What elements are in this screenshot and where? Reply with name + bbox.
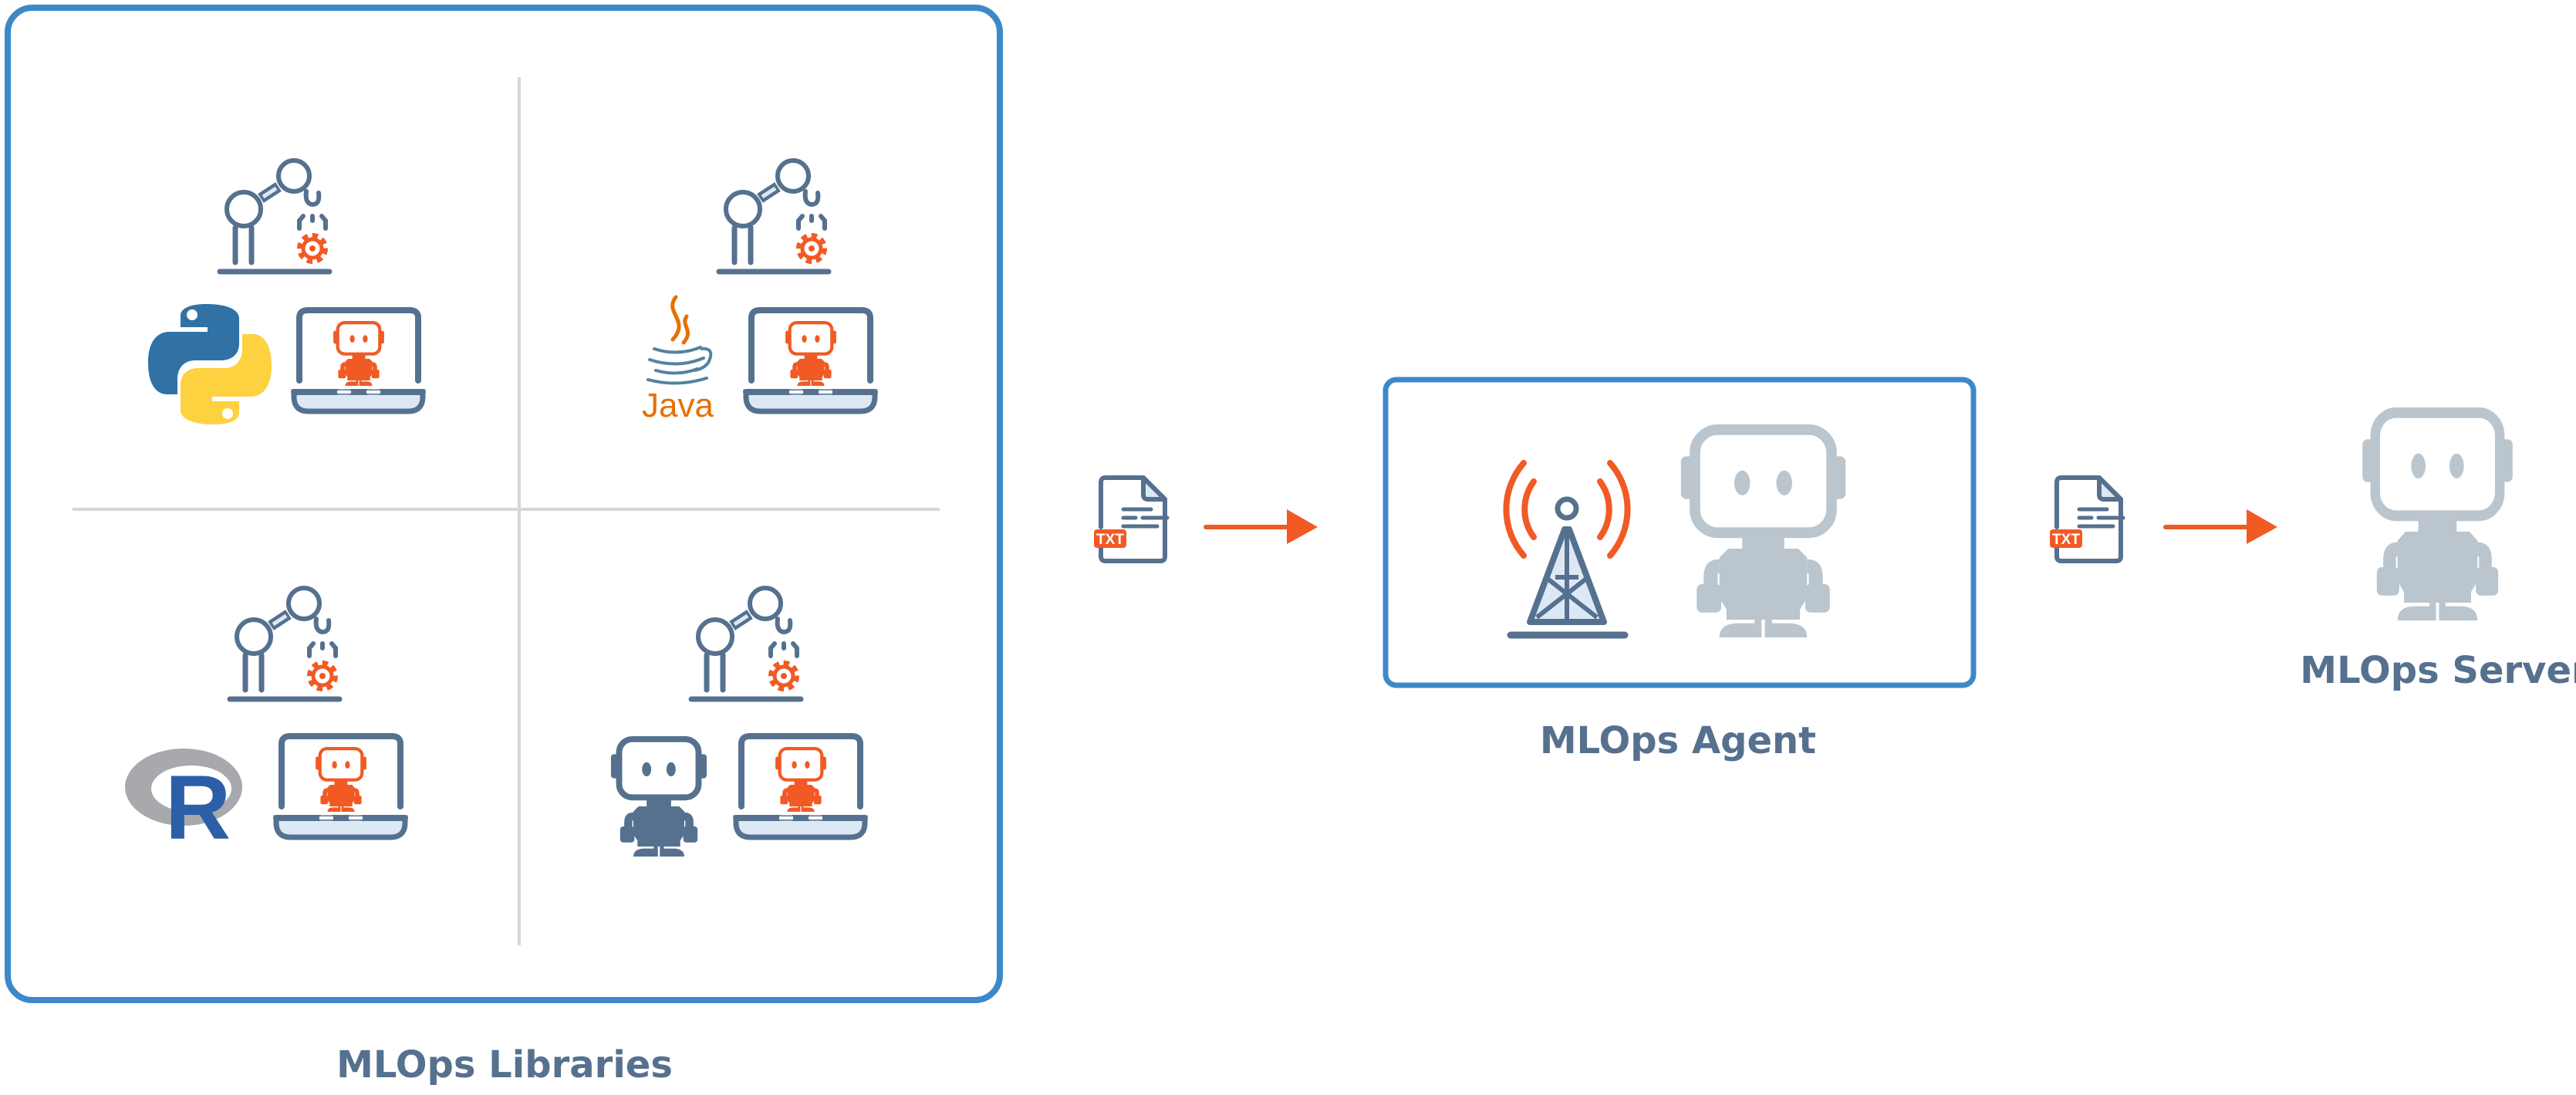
txt-badge: TXT xyxy=(1096,532,1124,548)
java-logo: Java xyxy=(642,295,714,424)
txt-file-icon xyxy=(2050,478,2123,561)
radio-tower-icon xyxy=(1503,460,1631,639)
flow-agent-to-server: TXT xyxy=(2050,478,2277,561)
txt-file-icon xyxy=(1094,478,1167,561)
r-logo: R xyxy=(125,749,242,859)
arrow-right-icon xyxy=(2166,509,2277,544)
quadrant-python xyxy=(148,161,423,424)
flow-libraries-to-agent: TXT xyxy=(1094,478,1318,561)
server-label: MLOps Server xyxy=(2300,649,2576,692)
mlops-agent-group: MLOps Agent xyxy=(1383,377,1977,762)
arrow-right-icon xyxy=(1206,509,1318,544)
agent-label: MLOps Agent xyxy=(1540,719,1816,762)
quadrant-java: Java xyxy=(642,161,875,424)
robot-icon xyxy=(2362,413,2513,620)
robot-icon xyxy=(1681,430,1845,637)
agent-box xyxy=(1383,377,1977,688)
libraries-label: MLOps Libraries xyxy=(336,1043,673,1087)
txt-badge: TXT xyxy=(2052,532,2080,548)
r-logo-text: R xyxy=(165,757,231,859)
libraries-box xyxy=(5,5,1003,1003)
python-logo xyxy=(148,304,272,424)
robot-icon xyxy=(611,739,707,857)
java-logo-text: Java xyxy=(642,387,714,424)
mlops-libraries-group: Java R MLOps Libraries xyxy=(5,5,1003,1087)
mlops-server-group: MLOps Server xyxy=(2300,413,2576,692)
quadrant-r: R xyxy=(125,588,405,859)
